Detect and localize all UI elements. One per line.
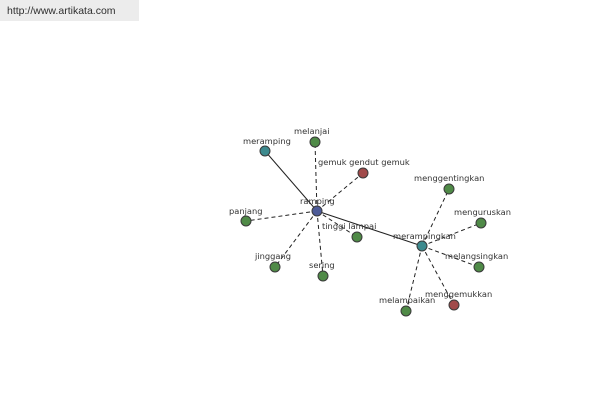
node-label-merampingkan: merampingkan xyxy=(393,231,456,241)
node-circle-meramping[interactable] xyxy=(259,145,271,157)
node-label-gemuk_gendut_gemuk: gemuk gendut gemuk xyxy=(318,157,410,167)
node-label-jinggang: jinggang xyxy=(254,251,291,261)
node-circle-merampingkan[interactable] xyxy=(416,240,428,252)
node-menggemukkan[interactable]: menggemukkan xyxy=(425,289,492,311)
edge-merampingkan-melangsingkan xyxy=(421,245,480,268)
node-circle-ramping[interactable] xyxy=(311,205,323,217)
node-melampaikan[interactable]: melampaikan xyxy=(379,295,435,317)
edge-ramping-meramping xyxy=(264,150,318,212)
node-melanjai[interactable]: melanjai xyxy=(294,126,330,148)
edge-ramping-jinggang xyxy=(274,210,318,268)
edges-layer xyxy=(245,141,482,312)
node-label-melangsingkan: melangsingkan xyxy=(445,251,508,261)
node-circle-menguruskan[interactable] xyxy=(475,217,487,229)
node-circle-tinggi_lampai[interactable] xyxy=(351,231,363,243)
node-circle-sering[interactable] xyxy=(317,270,329,282)
edge-ramping-tinggi_lampai xyxy=(316,210,358,238)
node-circle-gemuk_gendut_gemuk[interactable] xyxy=(357,167,369,179)
node-gemuk_gendut_gemuk[interactable]: gemuk gendut gemuk xyxy=(318,157,410,179)
node-label-menguruskan: menguruskan xyxy=(454,207,511,217)
node-meramping[interactable]: meramping xyxy=(243,136,291,157)
node-circle-menggemukkan[interactable] xyxy=(448,299,460,311)
node-label-sering: sering xyxy=(309,260,335,270)
node-label-ramping: ramping xyxy=(300,196,335,206)
edge-ramping-merampingkan xyxy=(316,210,423,247)
node-label-menggemukkan: menggemukkan xyxy=(425,289,492,299)
node-label-melanjai: melanjai xyxy=(294,126,330,136)
node-menguruskan[interactable]: menguruskan xyxy=(454,207,511,229)
node-circle-panjang[interactable] xyxy=(240,215,252,227)
node-jinggang[interactable]: jinggang xyxy=(254,251,291,273)
node-label-tinggi_lampai: tinggi lampai xyxy=(322,221,376,231)
edge-ramping-sering xyxy=(316,210,324,277)
node-panjang[interactable]: panjang xyxy=(229,206,263,227)
edge-ramping-melanjai xyxy=(314,141,318,212)
node-circle-melangsingkan[interactable] xyxy=(473,261,485,273)
node-tinggi_lampai[interactable]: tinggi lampai xyxy=(322,221,376,243)
edge-ramping-panjang xyxy=(245,210,318,222)
node-ramping[interactable]: ramping xyxy=(300,196,335,217)
edge-merampingkan-menguruskan xyxy=(421,222,482,247)
node-label-melampaikan: melampaikan xyxy=(379,295,435,305)
node-menggentingkan[interactable]: menggentingkan xyxy=(414,173,484,195)
node-melangsingkan[interactable]: melangsingkan xyxy=(445,251,508,273)
node-merampingkan[interactable]: merampingkan xyxy=(393,231,456,252)
node-circle-jinggang[interactable] xyxy=(269,261,281,273)
node-circle-melampaikan[interactable] xyxy=(400,305,412,317)
site-url-link[interactable]: http://www.artikata.com xyxy=(0,0,139,21)
edge-ramping-gemuk_gendut_gemuk xyxy=(316,172,364,212)
node-sering[interactable]: sering xyxy=(309,260,335,282)
node-label-meramping: meramping xyxy=(243,136,291,146)
node-circle-melanjai[interactable] xyxy=(309,136,321,148)
node-label-panjang: panjang xyxy=(229,206,263,216)
node-circle-menggentingkan[interactable] xyxy=(443,183,455,195)
node-label-menggentingkan: menggentingkan xyxy=(414,173,484,183)
edge-merampingkan-menggentingkan xyxy=(421,188,450,247)
